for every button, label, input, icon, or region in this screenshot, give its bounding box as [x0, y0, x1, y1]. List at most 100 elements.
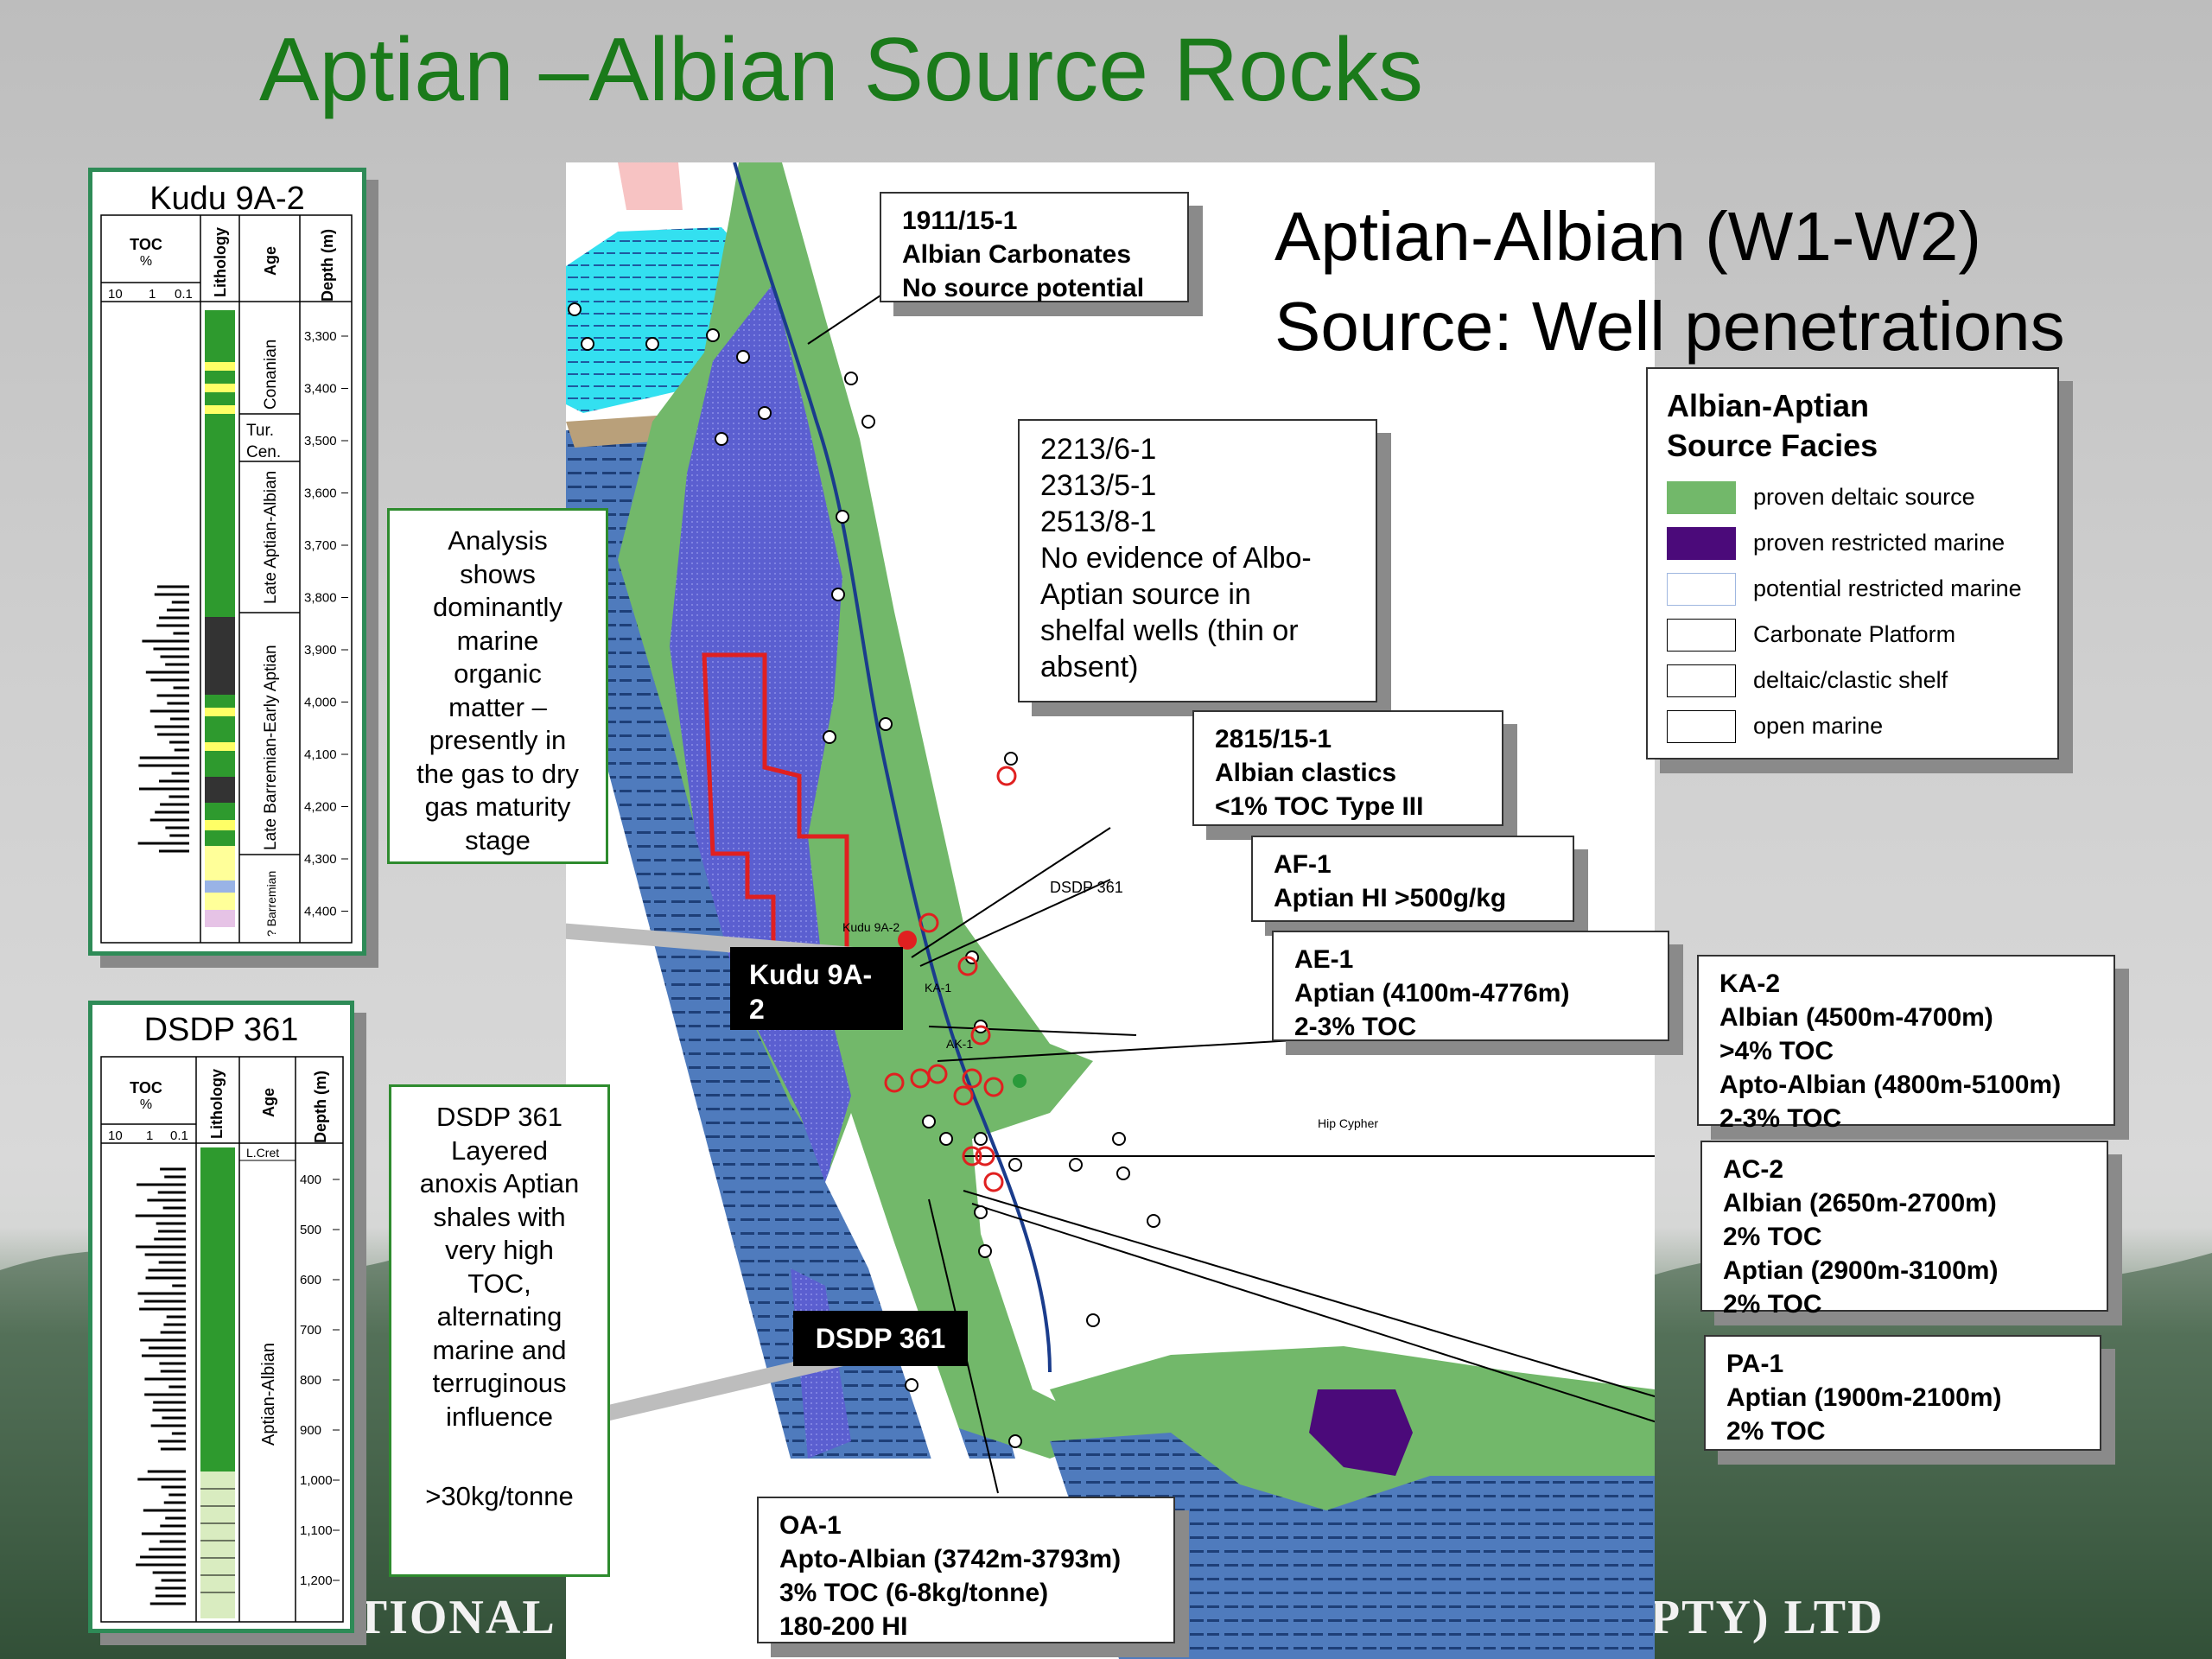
dsdp-log-title: DSDP 361	[143, 1012, 299, 1048]
age-label: Tur.	[246, 422, 274, 440]
panel-line: TOC,	[467, 1268, 531, 1299]
litho-yellow	[205, 384, 235, 392]
panel-line: dominantly	[433, 592, 563, 622]
map-heading-line1: Aptian-Albian (W1-W2)	[1274, 198, 1982, 275]
legend-swatch-carbonate	[1667, 618, 1736, 652]
kudu-depth-ticks: 3,3003,4003,5003,6003,7003,8003,9004,000…	[304, 329, 348, 919]
dsdp-well-label: DSDP 361	[793, 1311, 968, 1366]
panel-line: Analysis	[448, 525, 548, 556]
toc-header: TOC	[130, 1079, 162, 1096]
legend-swatch-potential	[1667, 572, 1736, 606]
legend-label: potential restricted marine	[1753, 575, 2022, 601]
age-label: Cen.	[246, 443, 281, 461]
toc-tick: 10	[108, 287, 123, 302]
dsdp-panel: DSDP 361 Layered anoxis Aptian shales wi…	[389, 1084, 610, 1577]
depth-tick-label: 500	[300, 1223, 321, 1237]
dsdp-log-panel: DSDP 361 TOC % 10 1 0.1 Lithology Age De…	[88, 1001, 354, 1633]
depth-tick-label: 4,400	[304, 905, 337, 919]
callout-af-1: AF-1 Aptian HI >500g/kg	[1251, 836, 1574, 922]
map-proven-restricted-marine	[1309, 1389, 1413, 1476]
callout-line: 1911/15-1	[902, 207, 1018, 235]
map-heading: Aptian-Albian (W1-W2) Source: Well penet…	[1274, 192, 2065, 372]
callout-line: Albian (2650m-2700m)	[1723, 1189, 1997, 1217]
legend-title-line1: Albian-Aptian	[1667, 388, 1869, 423]
depth-tick-label: 700	[300, 1323, 321, 1338]
panel-line: terruginous	[432, 1368, 567, 1398]
callout-line: No evidence of Albo-	[1040, 542, 1312, 575]
legend-item-deltaic: proven deltaic source	[1667, 474, 2038, 520]
panel-line: organic	[454, 658, 542, 689]
legend-swatch-open-marine	[1667, 709, 1736, 743]
lithology-header: Lithology	[208, 1069, 226, 1139]
legend-label: proven deltaic source	[1753, 484, 1975, 510]
callout-line: OA-1	[779, 1511, 842, 1540]
kudu-well-label: Kudu 9A- 2	[730, 947, 903, 1030]
panel-line: matter –	[448, 691, 547, 722]
age-label: Conanian	[262, 340, 280, 410]
callout-line: 3% TOC (6-8kg/tonne)	[779, 1579, 1049, 1607]
age-label: ? Barremian	[264, 871, 278, 937]
legend-label: Carbonate Platform	[1753, 621, 1956, 647]
legend-title-line2: Source Facies	[1667, 428, 1878, 463]
toc-tick: 10	[108, 1128, 123, 1143]
litho-yellow	[205, 708, 235, 716]
legend-item-carbonate: Carbonate Platform	[1667, 612, 2038, 658]
panel-line: influence	[445, 1401, 554, 1432]
panel-line: marine and	[432, 1334, 567, 1365]
toc-unit: %	[140, 254, 152, 269]
litho-pale-yellow	[205, 893, 235, 910]
callout-line: Aptian (4100m-4776m)	[1294, 979, 1570, 1007]
kudu-label-line2: 2	[749, 994, 765, 1025]
depth-tick-label: 3,700	[304, 538, 337, 553]
age-header: Age	[260, 1088, 277, 1117]
depth-tick-label: 4,000	[304, 696, 337, 710]
age-label: Late Aptian-Albian	[262, 471, 280, 604]
litho-pink	[205, 910, 235, 927]
toc-tick: 0.1	[175, 287, 193, 302]
callout-line: 2% TOC	[1723, 1223, 1822, 1251]
callout-line: 2513/8-1	[1040, 505, 1157, 538]
depth-tick-label: 800	[300, 1373, 321, 1388]
age-label: Late Barremian-Early Aptian	[262, 645, 280, 850]
legend-swatch-shelf	[1667, 664, 1736, 697]
callout-line: Aptian (2900m-3100m)	[1723, 1256, 1999, 1285]
panel-line: presently in	[429, 725, 567, 755]
callout-shelfal-wells: 2213/6-1 2313/5-1 2513/8-1 No evidence o…	[1018, 419, 1377, 702]
callout-line: Aptian (1900m-2100m)	[1726, 1383, 2002, 1412]
panel-line: the gas to dry	[416, 758, 579, 789]
callout-line: 2-3% TOC	[1294, 1013, 1417, 1041]
litho-yellow	[205, 742, 235, 751]
panel-line: DSDP 361	[436, 1102, 563, 1132]
callout-line: No source potential	[902, 274, 1145, 302]
litho-yellow	[205, 362, 235, 371]
kudu-well-marker	[898, 931, 917, 950]
panel-line: alternating	[436, 1301, 563, 1332]
page-title: Aptian –Albian Source Rocks	[259, 20, 1423, 120]
depth-tick-label: 3,500	[304, 434, 337, 448]
callout-1911-15-1: 1911/15-1 Albian Carbonates No source po…	[880, 192, 1189, 302]
toc-tick: 1	[146, 1128, 153, 1143]
callout-ac-2: AC-2 Albian (2650m-2700m) 2% TOC Aptian …	[1700, 1141, 2108, 1319]
toc-header: TOC	[130, 236, 162, 253]
map-label-ak1: AK-1	[946, 1037, 973, 1051]
dsdp-log-chart: TOC % 10 1 0.1 Lithology Age Depth (m) L…	[100, 1056, 344, 1623]
toc-unit: %	[140, 1097, 152, 1112]
dsdp-toc-bars	[135, 1167, 186, 1605]
callout-line: shelfal wells (thin or	[1040, 614, 1299, 647]
map-label-pipeline: Hip Cypher	[1318, 1116, 1378, 1130]
legend-label: open marine	[1753, 713, 1884, 739]
legend-item-open-marine: open marine	[1667, 703, 2038, 749]
lithology-header: Lithology	[212, 227, 229, 297]
legend-label: deltaic/clastic shelf	[1753, 667, 1948, 693]
age-label: Aptian-Albian	[259, 1343, 278, 1446]
callout-line: 2815/15-1	[1215, 725, 1332, 753]
kudu-label-line1: Kudu 9A-	[749, 959, 873, 990]
kudu-log-chart: TOC % 10 1 0.1 Lithology Age Depth (m)	[100, 214, 353, 944]
depth-tick-label: 4,100	[304, 747, 337, 762]
callout-line: AC-2	[1723, 1155, 1784, 1184]
depth-tick-label: 900	[300, 1423, 321, 1438]
panel-line: gas maturity	[424, 791, 571, 822]
panel-line: >30kg/tonne	[425, 1481, 574, 1511]
callout-line: Albian clastics	[1215, 759, 1397, 787]
facies-legend: Albian-Aptian Source Facies proven delta…	[1646, 367, 2059, 760]
